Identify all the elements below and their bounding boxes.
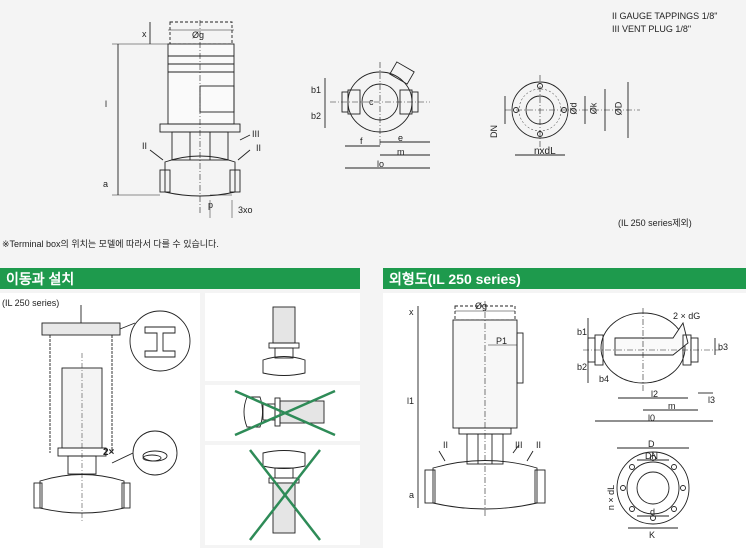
section-header-dimensions: 외형도(IL 250 series) [383,268,746,289]
legend-gauge-tappings: II GAUGE TAPPINGS 1/8" [612,11,718,21]
dim-phi-k-label: Øk [588,102,599,115]
r-dim-l0-label: l0 [648,413,656,423]
pump-top-view-drawing [324,61,430,169]
chain-count-label: 2× [103,447,115,458]
dim-l1-label: l [105,99,107,109]
section-title-installation: 이동과 설치 [6,271,75,287]
dimensions-panel: x Øg P1 l1 a II III II [383,293,746,548]
dim-a-label: a [103,179,109,189]
dim-3xo-label: 3xo [238,205,253,215]
dim-f-label: f [360,136,363,146]
pump-side-view-drawing [112,20,251,218]
dim-lo-label: lo [377,159,385,169]
r-dim-b4-label: b4 [599,374,610,384]
dim-b1-label: b1 [311,85,322,95]
flange-view-drawing [504,75,640,156]
r-dim-b3-label: b3 [718,342,729,352]
vent-iii-label: III [252,129,260,139]
r-dim-l1-label: l1 [407,396,415,406]
r-dim-phi-g-label: Øg [475,301,488,311]
legend-vent-plug: III VENT PLUG 1/8" [612,24,692,34]
dim-phi-D-label: ØD [613,101,624,116]
r-dim-a-label: a [409,490,415,500]
r-dim-DN-label: DN [645,451,658,461]
dim-phi-d-small-label: Ød [568,102,579,115]
r-dim-d-label: d [650,507,656,517]
r-dim-K-label: K [649,530,656,540]
terminal-box-note: ※Terminal box의 위치는 모델에 따라서 다를 수 있습니다. [2,239,219,249]
dim-nxdl-label: nxdL [534,146,556,157]
r-dim-x-label: x [409,307,414,317]
il250-top-drawing [583,308,723,529]
dim-x-label: x [142,29,147,39]
section-header-installation: 이동과 설치 [0,268,360,289]
r-dim-l2-label: l2 [651,389,659,399]
orientation-inverted-panel [205,445,360,545]
dim-dn-label: DN [489,125,499,138]
installation-main-panel: (IL 250 series) [0,293,200,548]
r-vent-iii: III [515,440,523,450]
no-horizontal-cross-icon [234,389,336,437]
r-dim-m-label: m [668,401,676,411]
r-dim-b1-label: b1 [577,327,588,337]
installation-subtitle: (IL 250 series) [2,298,60,308]
il250-side-drawing [417,301,546,518]
r-dim-nxdl-label: n × dL [606,484,617,511]
dim-b2-label: b2 [311,111,322,121]
r-dim-2xdg-label: 2 × dG [673,311,701,321]
r-dim-l3-label: l3 [708,395,716,405]
r-dim-b2-label: b2 [577,362,588,372]
r-dim-D-label: D [648,439,655,449]
lifting-drawing [33,305,191,523]
dim-m-label: m [397,147,405,157]
dim-phi-g-label: Øg [192,30,205,40]
dim-e-label: e [398,133,404,143]
dim-p-label: p [208,200,214,210]
series-exclusion-note: (IL 250 series제외) [618,218,692,228]
gauge-ii-left-label: II [142,141,148,151]
gauge-ii-right-label: II [256,143,262,153]
orientation-horizontal-panel [205,385,360,441]
r-dim-p1-label: P1 [496,336,508,346]
no-inverted-cross-icon [249,449,321,541]
dim-c-label: c [369,97,374,107]
orientation-ok-panel [205,293,360,381]
r-gauge-ii-right: II [536,440,542,450]
orientation-inverted-drawing [249,449,321,541]
r-gauge-ii-left: II [443,440,449,450]
section-title-dimensions: 외형도(IL 250 series) [389,271,521,287]
orientation-ok-drawing [262,306,306,376]
orientation-horizontal-drawing [234,389,336,437]
